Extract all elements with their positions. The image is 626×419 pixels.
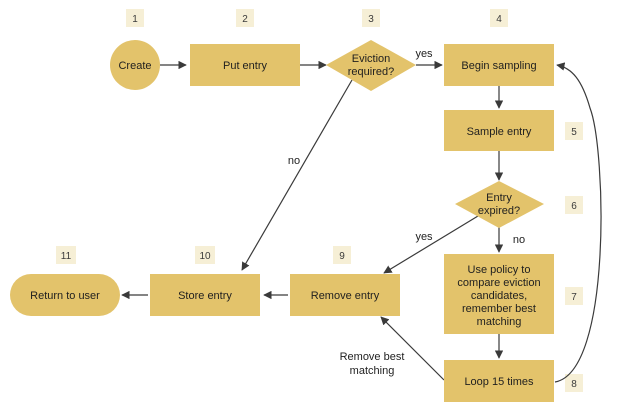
step-badge-1: 1	[126, 9, 144, 27]
svg-text:4: 4	[496, 14, 502, 25]
node-eviction-required: Eviction required?	[326, 40, 416, 91]
svg-text:8: 8	[571, 379, 577, 390]
step-badge-9: 9	[333, 246, 351, 264]
svg-text:1: 1	[132, 14, 138, 25]
node-remove-entry: Remove entry	[290, 274, 400, 316]
svg-text:required?: required?	[348, 66, 394, 78]
svg-text:6: 6	[571, 201, 577, 212]
svg-text:Entry: Entry	[486, 192, 512, 204]
svg-text:Create: Create	[118, 60, 151, 72]
node-sample-entry: Sample entry	[444, 110, 554, 151]
node-use-policy: Use policy to compare eviction candidate…	[444, 254, 554, 334]
svg-text:compare eviction: compare eviction	[457, 277, 540, 289]
step-badge-4: 4	[490, 9, 508, 27]
svg-text:Eviction: Eviction	[352, 53, 391, 65]
svg-text:3: 3	[368, 14, 374, 25]
svg-text:Loop 15 times: Loop 15 times	[464, 376, 534, 388]
svg-text:5: 5	[571, 127, 577, 138]
edge-label-yes-expired: yes	[415, 231, 433, 243]
svg-text:candidates,: candidates,	[471, 290, 527, 302]
node-store-entry: Store entry	[150, 274, 260, 316]
svg-text:Put entry: Put entry	[223, 60, 268, 72]
svg-text:11: 11	[61, 251, 72, 262]
step-badge-2: 2	[236, 9, 254, 27]
edge-label-no-expired: no	[513, 234, 525, 246]
step-badge-10: 10	[195, 246, 215, 264]
edge-label-remove-best-matching: matching	[350, 365, 395, 377]
svg-text:10: 10	[199, 251, 211, 262]
node-begin-sampling: Begin sampling	[444, 44, 554, 86]
svg-text:remember best: remember best	[462, 303, 536, 315]
edge-label-no-eviction: no	[288, 155, 300, 167]
step-badge-7: 7	[565, 287, 583, 305]
svg-text:expired?: expired?	[478, 205, 520, 217]
svg-text:2: 2	[242, 14, 248, 25]
edge-loop-to-remove	[380, 316, 445, 381]
svg-text:Store entry: Store entry	[178, 290, 232, 302]
step-badge-3: 3	[362, 9, 380, 27]
svg-text:matching: matching	[477, 316, 522, 328]
svg-text:Remove entry: Remove entry	[311, 290, 380, 302]
step-badge-6: 6	[565, 196, 583, 214]
node-create: Create	[110, 40, 160, 90]
edge-eviction-to-store	[241, 79, 353, 271]
step-badge-5: 5	[565, 122, 583, 140]
node-put-entry: Put entry	[190, 44, 300, 86]
svg-text:Begin sampling: Begin sampling	[461, 60, 536, 72]
svg-text:Use policy to: Use policy to	[468, 264, 531, 276]
svg-text:9: 9	[339, 251, 345, 262]
step-badge-8: 8	[565, 374, 583, 392]
edge-label-remove-best: Remove best	[340, 351, 405, 363]
edge-label-yes-eviction: yes	[415, 48, 433, 60]
step-badge-11: 11	[56, 246, 76, 264]
node-loop-15-times: Loop 15 times	[444, 360, 554, 402]
svg-text:Return to user: Return to user	[30, 290, 100, 302]
svg-text:7: 7	[571, 292, 577, 303]
svg-text:Sample entry: Sample entry	[467, 126, 532, 138]
node-return-to-user: Return to user	[10, 274, 120, 316]
edge-expired-to-remove	[383, 215, 479, 274]
node-entry-expired: Entry expired?	[455, 181, 544, 228]
edge-loop-back-to-begin	[554, 62, 602, 383]
